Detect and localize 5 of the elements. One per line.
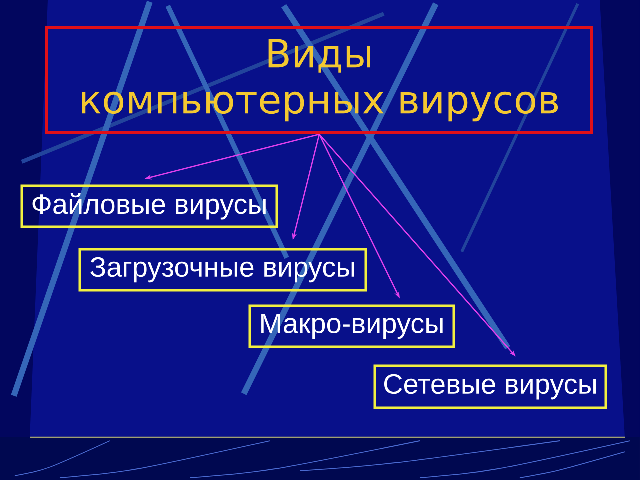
- text-box: Загрузочные вирусы: [78, 248, 368, 292]
- text-box: Макро-вирусы: [248, 304, 456, 348]
- title-box: Виды компьютерных вирусов: [46, 26, 594, 134]
- text-box: Файловые вирусы: [20, 184, 278, 228]
- text-box: Сетевые вирусы: [374, 364, 608, 410]
